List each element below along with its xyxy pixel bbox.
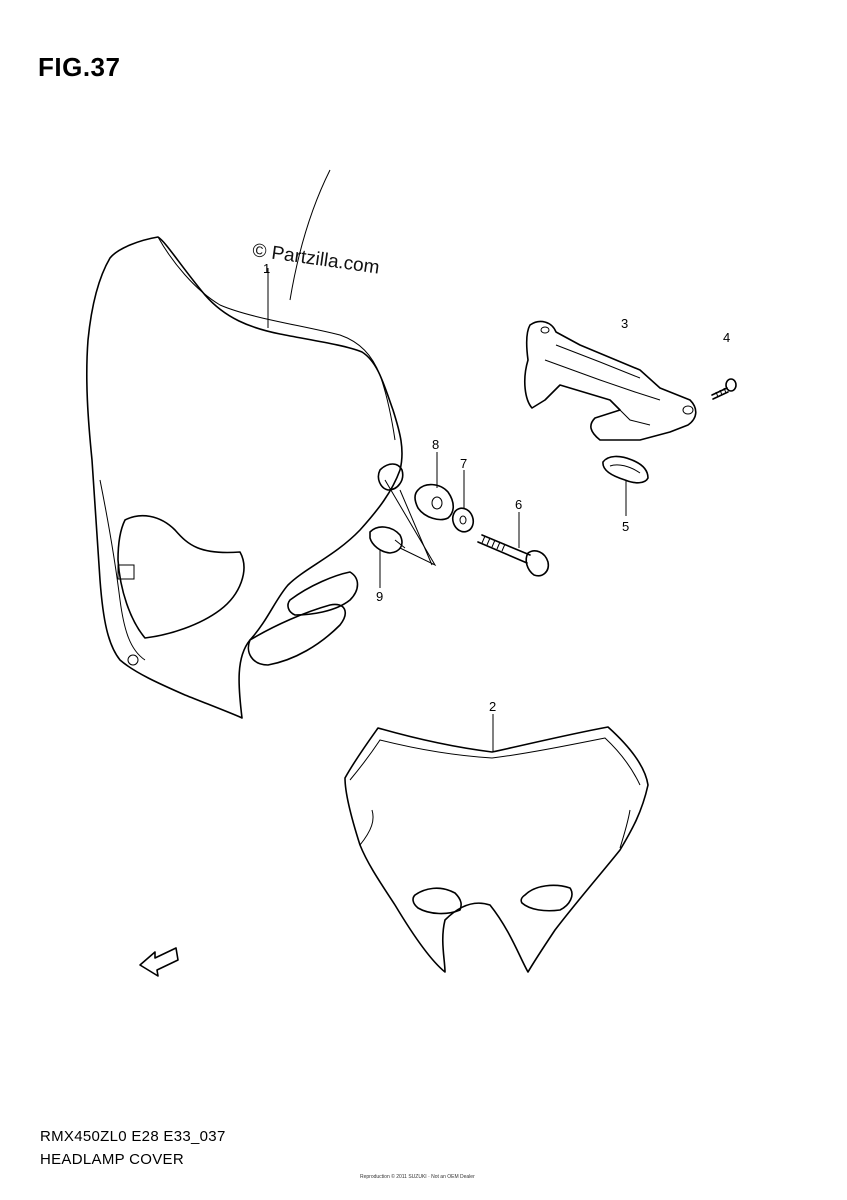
callout-7: 7	[460, 456, 467, 471]
callout-2: 2	[489, 699, 496, 714]
figure-title: FIG.37	[38, 52, 121, 82]
part-8-cushion[interactable]	[414, 483, 455, 521]
copyright-notice: Reproduction © 2011 SUZUKI · Not an OEM …	[360, 1174, 475, 1180]
callout-3: 3	[621, 316, 628, 331]
callout-4: 4	[723, 330, 730, 345]
part-6-bolt[interactable]	[477, 534, 550, 577]
callout-6: 6	[515, 497, 522, 512]
part-2-headlamp-cover-inner[interactable]	[344, 726, 649, 973]
part-1-headlamp-cover[interactable]	[85, 169, 404, 719]
guide-lines	[384, 479, 437, 567]
fwd-arrow: FWD	[139, 947, 179, 977]
callout-1: 1	[263, 261, 270, 276]
part-7-washer[interactable]	[449, 505, 476, 534]
figure-caption: HEADLAMP COVER	[40, 1151, 184, 1168]
part-3-bracket[interactable]	[523, 320, 697, 441]
part-9-collar[interactable]	[369, 526, 406, 554]
leader-lines	[267, 268, 627, 752]
callout-8: 8	[432, 437, 439, 452]
callout-9: 9	[376, 589, 383, 604]
callout-5: 5	[622, 519, 629, 534]
part-5-grommet[interactable]	[602, 455, 649, 484]
part-4-screw[interactable]	[711, 378, 737, 400]
model-code: RMX450ZL0 E28 E33_037	[40, 1128, 226, 1145]
callouts: 1 2 3 4 5 6 7 8 9	[263, 261, 730, 714]
